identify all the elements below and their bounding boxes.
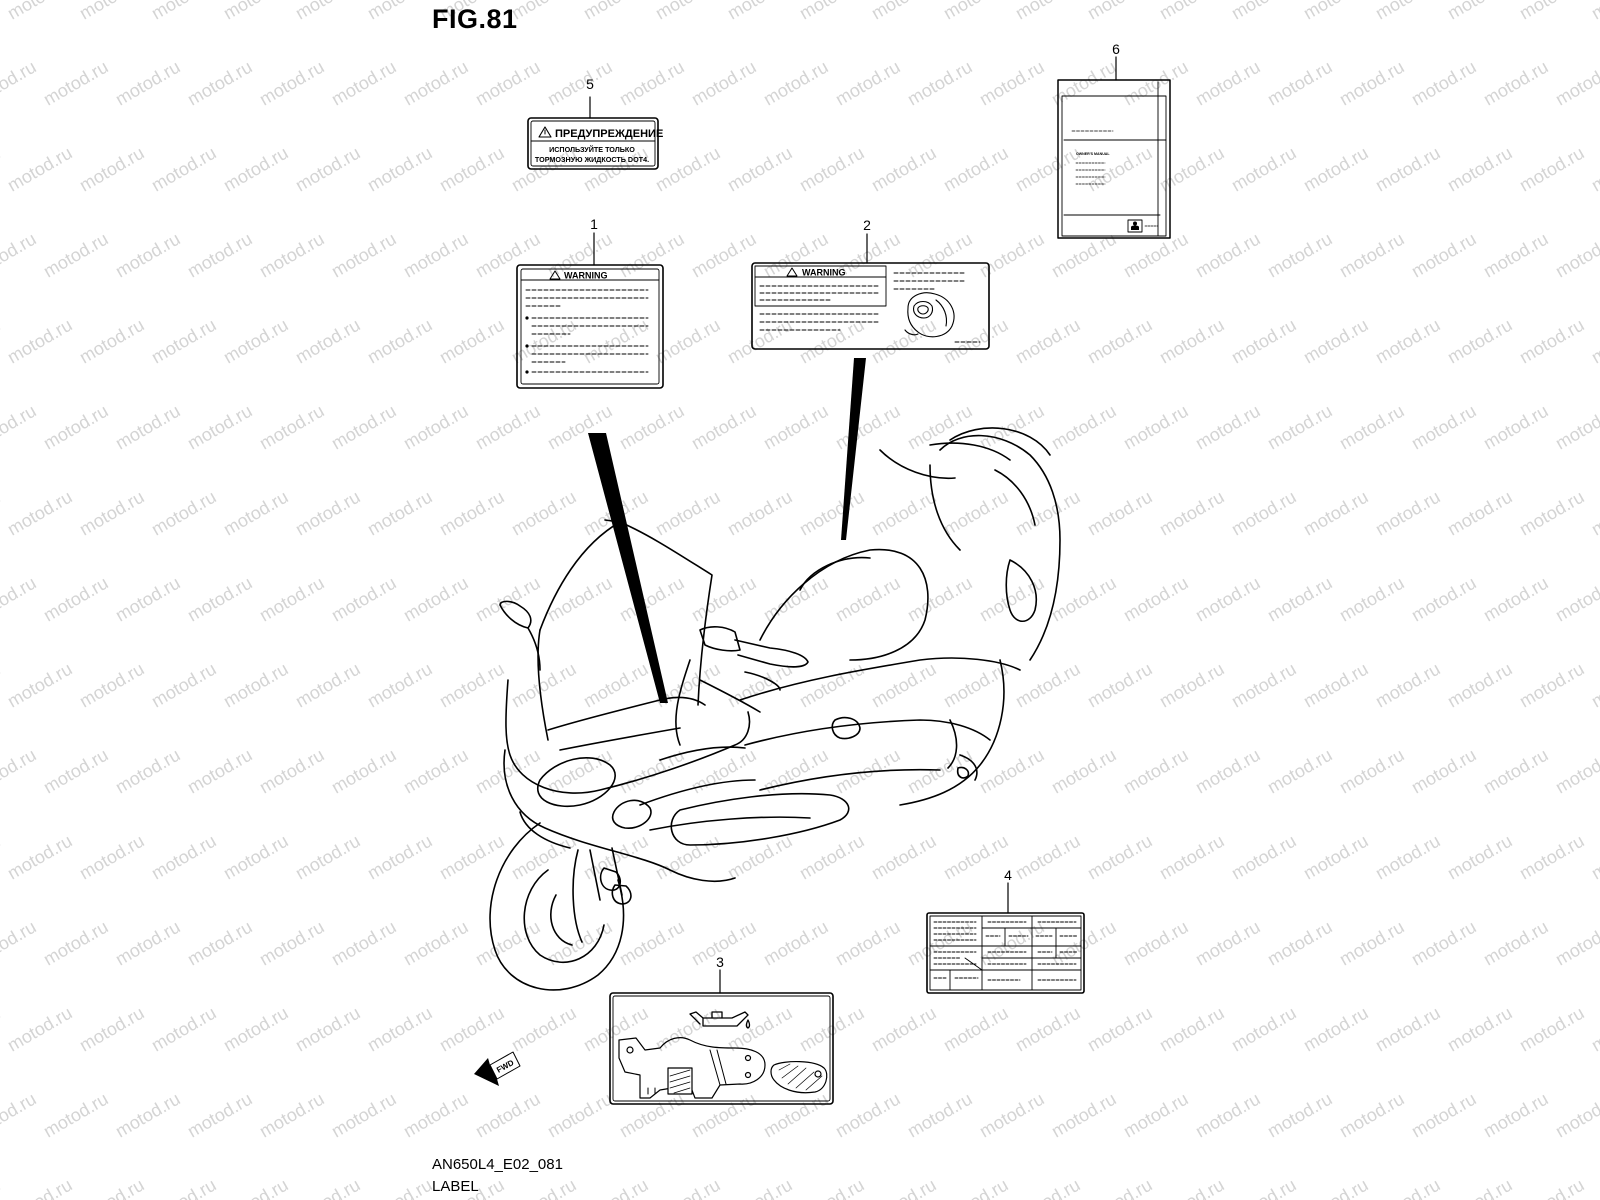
brand-logo-icon <box>1127 219 1143 233</box>
label-1-heading: WARNING <box>564 271 608 281</box>
callout-number-6: 6 <box>1112 41 1120 57</box>
label-5-line-2: ТОРМОЗНУЮ ЖИДКОСТЬ DOT4. <box>535 155 649 164</box>
leader-wedge-2 <box>841 358 866 540</box>
label-5-heading: ПРЕДУПРЕЖДЕНИЕ <box>555 128 663 140</box>
label-3-oil-level: 3 <box>609 954 834 1105</box>
warning-triangle-icon <box>786 267 798 277</box>
warning-triangle-icon <box>538 126 552 138</box>
oil-level-window-icon <box>618 1037 828 1099</box>
leader-wedge-1 <box>588 433 668 703</box>
label-4-spec-table: 4 <box>926 867 1085 994</box>
label-1-warning: 1 WARNING <box>516 216 664 389</box>
callout-number-1: 1 <box>590 216 598 232</box>
callout-number-3: 3 <box>716 954 724 970</box>
figure-title: FIG.81 <box>432 4 518 34</box>
label-2-warning: 2 WARNING <box>751 217 990 350</box>
manual-title-text: OWNER'S MANUAL <box>1076 152 1110 156</box>
scooter-outline <box>489 427 1061 991</box>
label-5-line-1: ИСПОЛЬЗУЙТЕ ТОЛЬКО <box>549 145 635 154</box>
warning-triangle-icon <box>549 270 561 280</box>
callout-number-5: 5 <box>586 76 594 92</box>
helmet-icon <box>904 292 955 338</box>
forward-direction-arrow: FWD <box>474 1051 521 1086</box>
figure-name: LABEL <box>432 1178 479 1195</box>
label-2-heading: WARNING <box>802 268 846 278</box>
oil-can-icon <box>689 1011 751 1029</box>
label-6-owners-manual: 6 OWNER'S MANUAL <box>1057 41 1171 239</box>
figure-code: AN650L4_E02_081 <box>432 1156 563 1173</box>
callout-number-2: 2 <box>863 217 871 233</box>
callout-number-4: 4 <box>1004 867 1012 883</box>
label-5-brake-fluid-warning: 5 ПРЕДУПРЕЖДЕНИЕ ИСПОЛЬЗУЙТЕ ТОЛЬКО ТОРМ… <box>527 76 663 170</box>
